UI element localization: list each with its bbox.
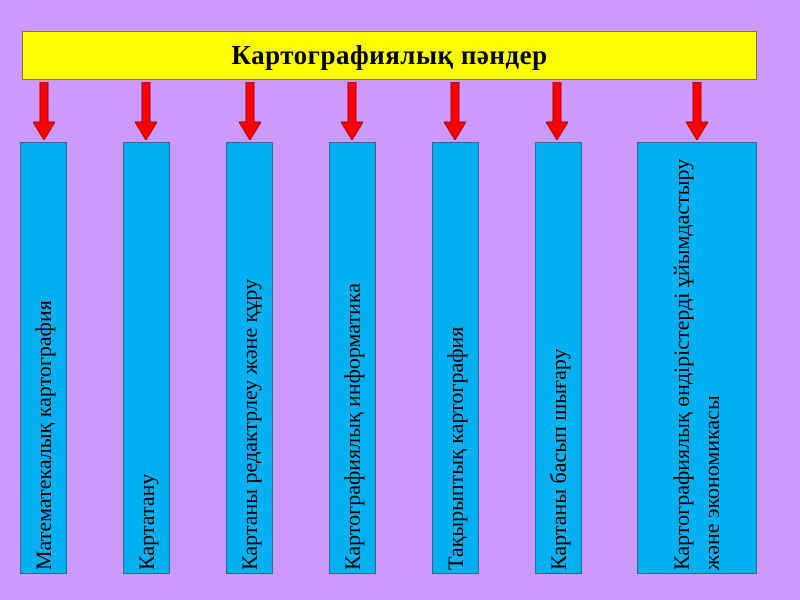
arrow-down-icon [444, 82, 466, 140]
arrow-down-icon [239, 82, 261, 140]
discipline-box: Тақырыптық картография [432, 142, 479, 574]
arrow-down-icon [546, 82, 568, 140]
title-box: Картографиялық пәндер [22, 31, 757, 80]
discipline-box: Картографиялық өндірістерді ұйымдастыру … [637, 142, 757, 574]
discipline-label: Тақырыптық картография [442, 326, 468, 570]
discipline-box: Картографиялық информатика [329, 142, 376, 574]
diagram-title: Картографиялық пәндер [231, 40, 548, 70]
arrow-down-icon [33, 82, 55, 140]
arrow-down-icon [341, 82, 363, 140]
discipline-label: Картографиялық өндірістерді ұйымдастыру … [669, 158, 724, 570]
discipline-label: Картаны редактрлеу және құру [236, 278, 262, 570]
arrow-down-icon [135, 82, 157, 140]
discipline-label: Картаны басып шығару [545, 348, 571, 570]
discipline-label: Картатану [133, 473, 159, 570]
discipline-box: Картатану [123, 142, 170, 574]
discipline-box: Картаны басып шығару [535, 142, 582, 574]
arrow-down-icon [686, 82, 708, 140]
discipline-label: Картографиялық информатика [339, 282, 365, 570]
discipline-box: Математекалық картография [20, 142, 67, 574]
discipline-label: Математекалық картография [30, 300, 56, 570]
discipline-box: Картаны редактрлеу және құру [226, 142, 273, 574]
